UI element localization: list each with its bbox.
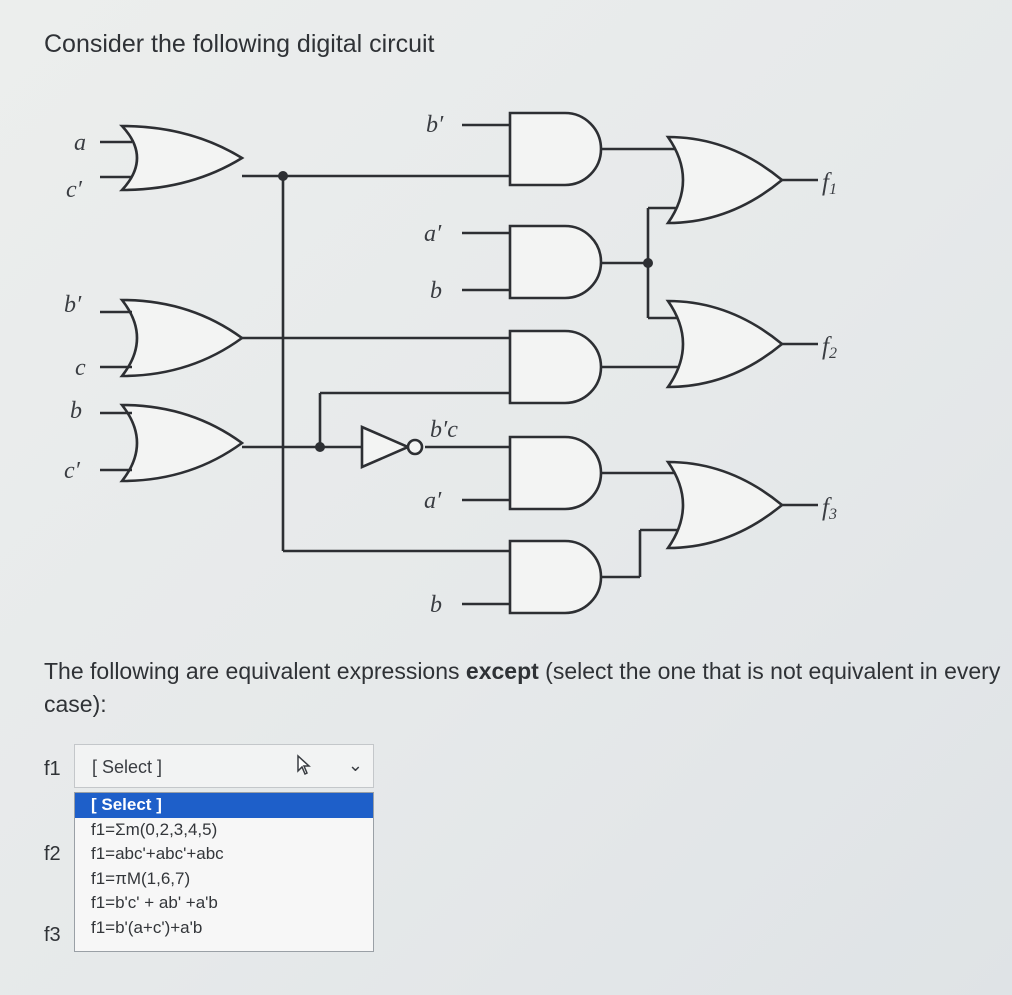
dropdown-option[interactable]: f1=πM(1,6,7) <box>91 868 191 888</box>
junction-dot <box>315 442 325 452</box>
and-gate-3 <box>508 329 603 405</box>
label-c-prime: c′ <box>66 177 83 203</box>
output-label-f3: f3 <box>822 494 837 523</box>
label-b-prime: b′ <box>64 292 82 318</box>
label-b: b <box>70 398 82 424</box>
row-label-f1: f1 <box>44 758 61 780</box>
question-text: The following are equivalent expressions… <box>44 655 1004 721</box>
or-gate-f3 <box>665 460 785 550</box>
select-current-value: [ Select ] <box>92 757 163 777</box>
dropdown-option[interactable]: f1=Σm(0,2,3,4,5) <box>91 819 218 839</box>
and-gate-4 <box>508 435 603 511</box>
label-a: a <box>74 130 86 156</box>
dropdown-option[interactable]: f1=abc'+abc'+abc <box>91 844 224 863</box>
input-wires <box>100 140 132 472</box>
label-b: b <box>430 592 442 618</box>
main-wires <box>242 123 510 606</box>
label-b: b <box>430 278 442 304</box>
select-dropdown-list: [ Select ] f1=Σm(0,2,3,4,5) f1=abc'+abc'… <box>74 792 374 952</box>
inverter-gate <box>360 425 412 469</box>
label-a-prime: a′ <box>424 488 442 514</box>
or-gate-1 <box>119 124 245 192</box>
label-c: c <box>75 355 86 381</box>
row-label-f3: f3 <box>44 924 61 946</box>
question-text-end: (select the one that is not equivalent i… <box>44 658 1001 717</box>
and-gate-2 <box>508 224 603 300</box>
inverter-bubble <box>406 438 424 456</box>
dropdown-option[interactable]: [ Select ] <box>75 793 373 818</box>
and-gate-5 <box>508 539 603 615</box>
junction-dot <box>643 258 653 268</box>
junction-dot <box>278 171 288 181</box>
question-text-start: The following are equivalent expressions <box>44 658 466 684</box>
and-gate-1 <box>508 111 603 187</box>
question-emphasis: except <box>465 658 539 684</box>
output-label-f2: f2 <box>822 333 837 362</box>
output-label-f1: f1 <box>822 169 837 198</box>
label-b-prime-c: b′c <box>430 417 458 443</box>
or-gate-3 <box>119 403 245 483</box>
dropdown-option[interactable]: f1=b'(a+c')+a'b <box>91 917 203 937</box>
chevron-down-icon: ⌄ <box>347 755 363 775</box>
or-gate-f2 <box>665 299 785 389</box>
label-a-prime: a′ <box>424 221 442 247</box>
circuit-diagram: a c′ b′ c b c′ b′ a′ b b′c a′ b f1 f2 f3 <box>64 111 837 618</box>
or-gate-f1 <box>665 135 785 225</box>
answer-select-f1[interactable]: [ Select ] ⌄ <box>74 744 374 788</box>
dropdown-option[interactable]: f1=b'c' + ab' +a'b <box>91 893 218 912</box>
mouse-cursor-icon <box>297 754 311 776</box>
label-c-prime: c′ <box>64 458 81 484</box>
row-label-f2: f2 <box>44 843 61 865</box>
label-b-prime: b′ <box>426 112 444 138</box>
or-gate-2 <box>119 298 245 378</box>
prompt-title: Consider the following digital circuit <box>44 30 435 58</box>
